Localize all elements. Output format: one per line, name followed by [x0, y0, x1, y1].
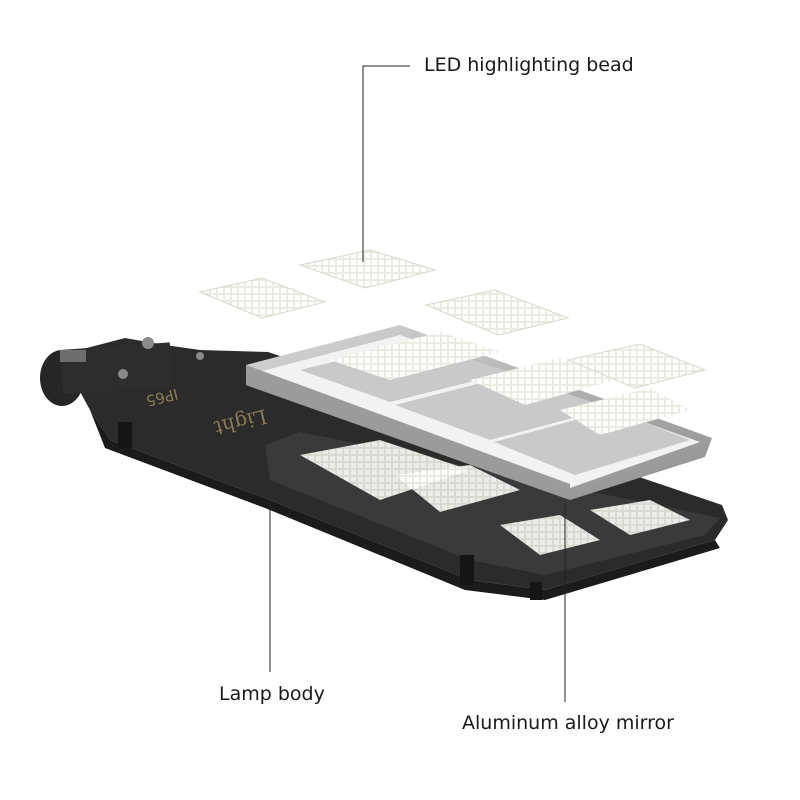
callout-lamp-body: Lamp body: [219, 683, 325, 705]
callout-mirror: Aluminum alloy mirror: [462, 712, 674, 734]
leader-line-led: [362, 65, 410, 262]
led-board: [566, 343, 707, 389]
lamp-body: [40, 337, 728, 600]
led-board: [198, 277, 327, 319]
led-board: [424, 289, 570, 336]
callout-led-bead: LED highlighting bead: [424, 54, 634, 76]
led-board: [298, 249, 437, 289]
leader-lines: [269, 65, 566, 702]
led-bead-boards: [198, 249, 707, 389]
aluminum-mirror-frame: [246, 325, 712, 500]
